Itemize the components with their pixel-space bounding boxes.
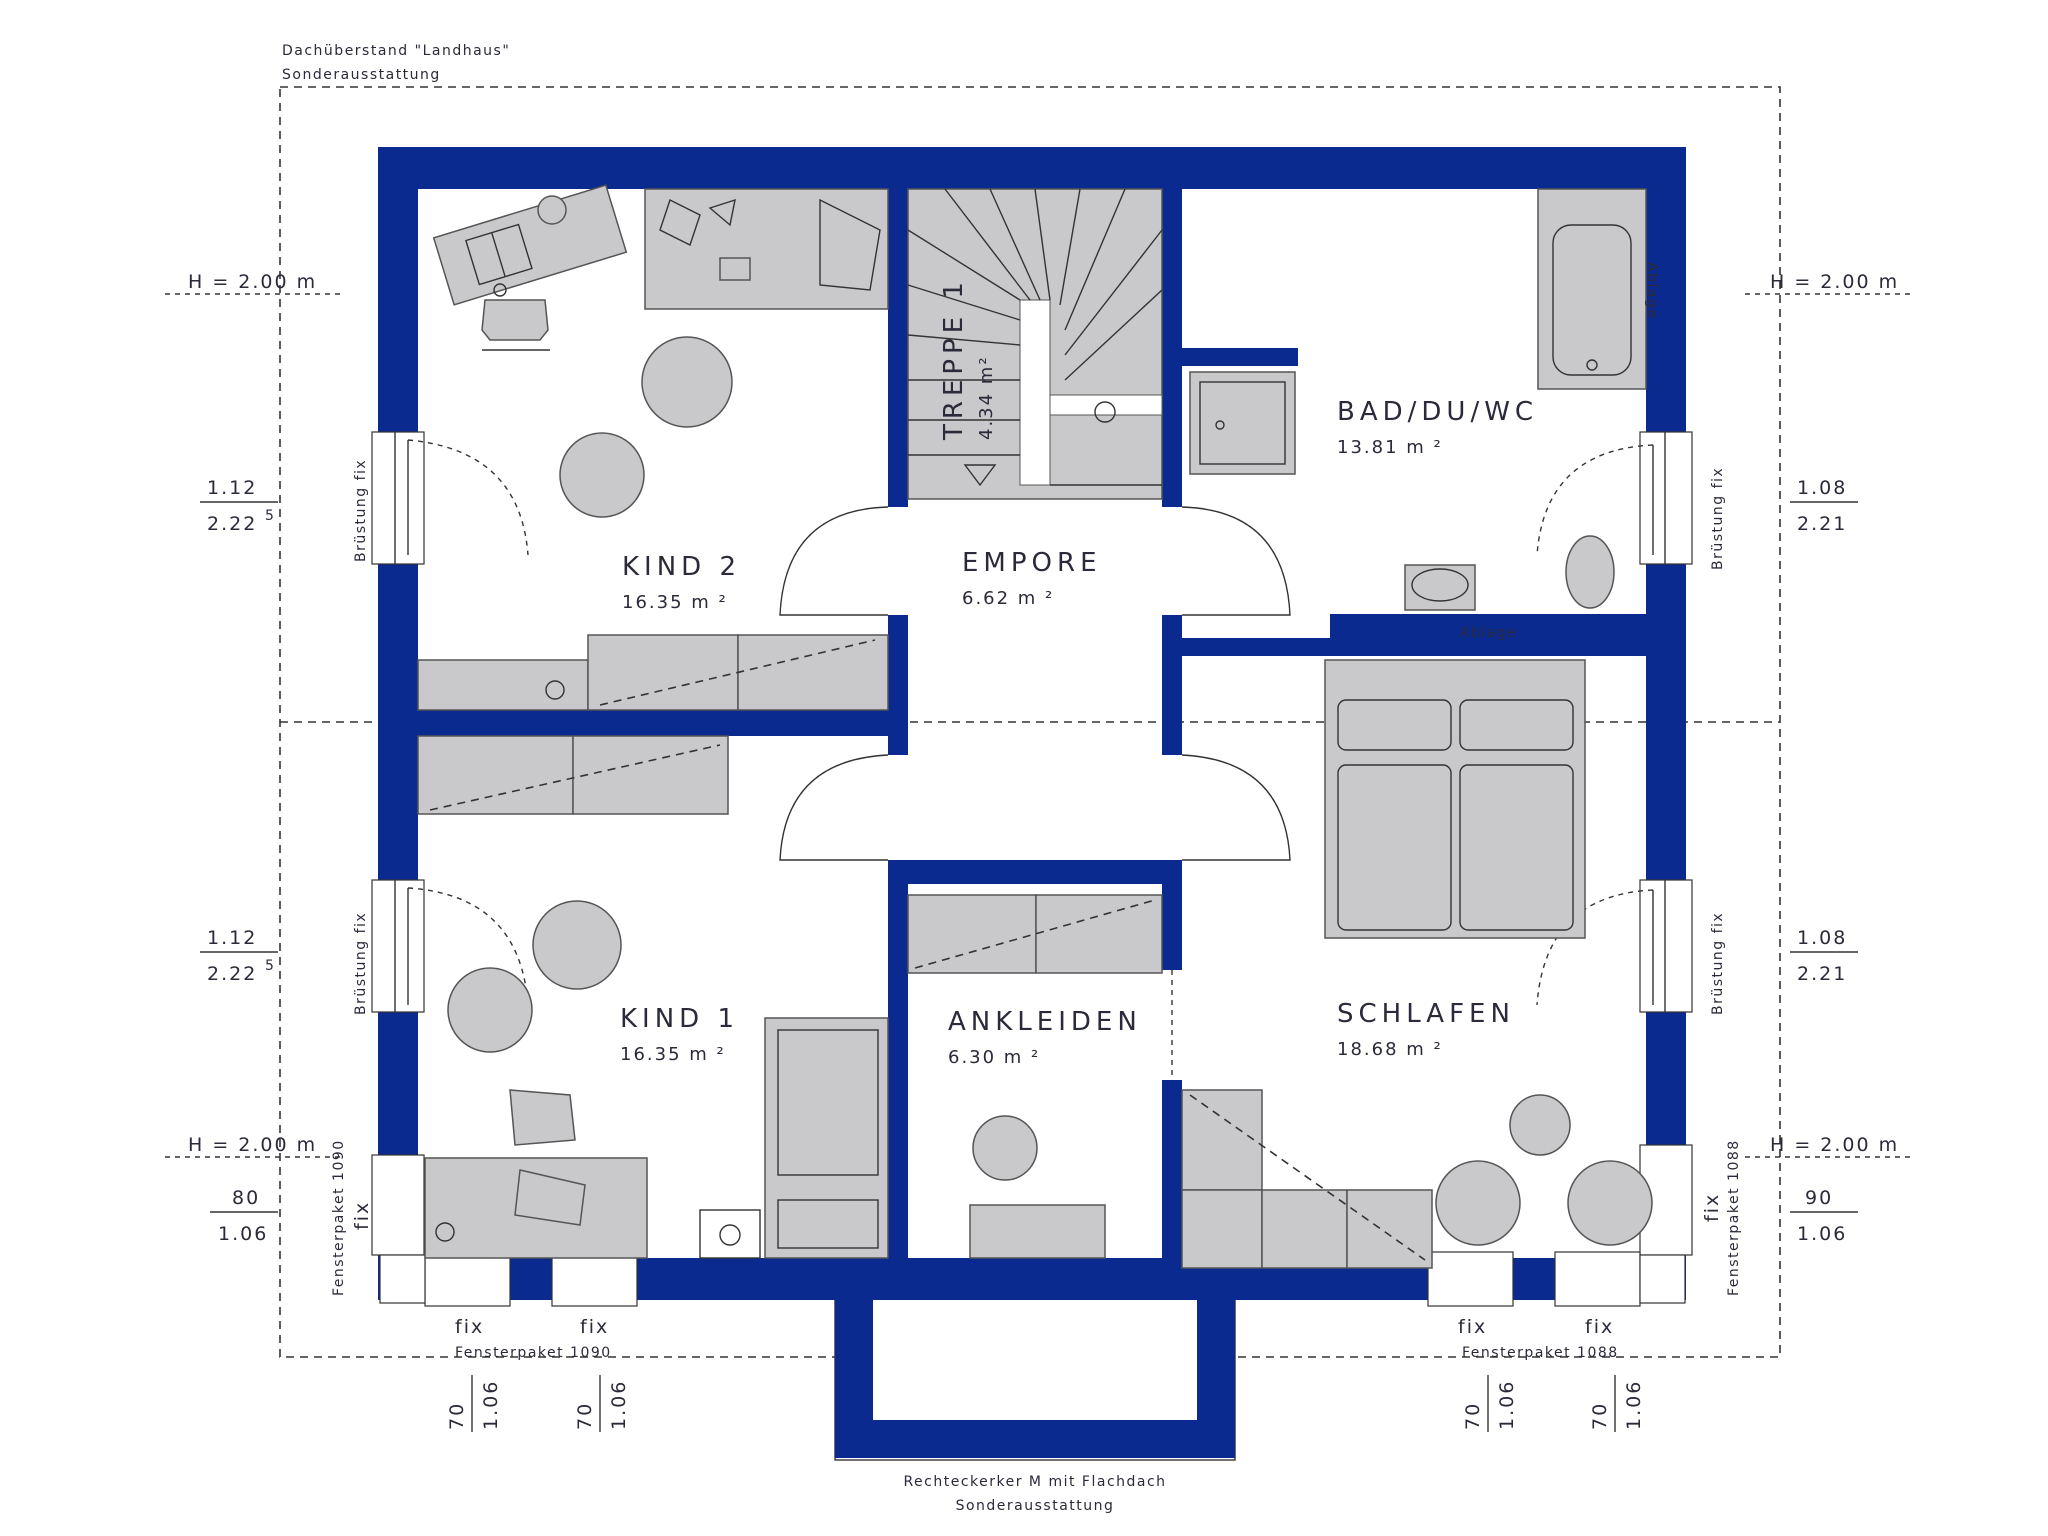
dim-right-corner-top: 90 — [1805, 1187, 1833, 1209]
height-label-left-lower: H = 2.00 m — [188, 1134, 317, 1156]
dim-right-upper-top: 1.08 — [1797, 477, 1847, 499]
room-area-ankleiden: 6.30 m ² — [948, 1047, 1040, 1068]
kind2-furniture — [417, 184, 889, 711]
fix-label-right: fix — [1701, 1193, 1723, 1222]
doors — [407, 439, 1654, 1080]
bay-note-line2: Sonderausstattung — [956, 1498, 1115, 1514]
fix-label-3: fix — [1458, 1316, 1487, 1338]
dim-left-corner-bottom: 1.06 — [218, 1223, 268, 1245]
overhang-note-line1: Dachüberstand "Landhaus" — [282, 43, 510, 59]
bay-walls — [835, 1300, 1235, 1458]
height-label-right-upper: H = 2.00 m — [1770, 271, 1899, 293]
dim-left-lower-bottom: 2.22 — [207, 963, 257, 985]
dim-bottom-2-top: 70 — [574, 1402, 596, 1430]
stair-area: 4.34 m² — [976, 355, 997, 440]
bruestung-label-left-lower: Brüstung fix — [353, 912, 369, 1015]
schlafen-furniture — [1181, 659, 1653, 1269]
dim-left-lower-top: 1.12 — [207, 927, 257, 949]
windows — [371, 431, 1693, 1307]
room-area-kind1: 16.35 m ² — [620, 1044, 726, 1065]
bruestung-label-left-upper: Brüstung fix — [353, 459, 369, 562]
dim-right-lower-bottom: 2.21 — [1797, 963, 1847, 985]
room-name-kind1: KIND 1 — [620, 1004, 739, 1034]
dimension-rules — [200, 501, 1858, 1432]
room-name-kind2: KIND 2 — [622, 552, 741, 582]
dim-bottom-4-top: 70 — [1589, 1402, 1611, 1430]
height-markers — [165, 293, 1910, 1158]
overhang-note-line2: Sonderausstattung — [282, 67, 441, 83]
dim-bottom-3-top: 70 — [1462, 1402, 1484, 1430]
dim-bottom-4-bottom: 1.06 — [1623, 1380, 1645, 1430]
bruestung-label-right-lower: Brüstung fix — [1710, 912, 1726, 1015]
dim-bottom-1-bottom: 1.06 — [480, 1380, 502, 1430]
fensterpaket-label-right: Fensterpaket 1088 — [1462, 1345, 1619, 1361]
stair-name: TREPPE 1 — [939, 277, 969, 441]
dim-left-upper-bottom: 2.22 — [207, 513, 257, 535]
fix-label-left: fix — [351, 1201, 373, 1230]
room-area-schlafen: 18.68 m ² — [1337, 1039, 1443, 1060]
height-label-left-upper: H = 2.00 m — [188, 271, 317, 293]
bay-note-line1: Rechteckerker M mit Flachdach — [903, 1474, 1166, 1490]
staircase — [907, 188, 1163, 500]
fix-label-1: fix — [455, 1316, 484, 1338]
dim-left-corner-top: 80 — [232, 1187, 260, 1209]
room-name-empore: EMPORE — [962, 548, 1102, 578]
fix-label-4: fix — [1585, 1316, 1614, 1338]
fensterpaket-label-left: Fensterpaket 1090 — [455, 1345, 612, 1361]
ablage-label-bad: Ablage — [1460, 625, 1517, 641]
dim-bottom-2-bottom: 1.06 — [608, 1380, 630, 1430]
dim-right-lower-top: 1.08 — [1797, 927, 1847, 949]
height-label-right-lower: H = 2.00 m — [1770, 1134, 1899, 1156]
room-area-empore: 6.62 m ² — [962, 588, 1054, 609]
room-area-kind2: 16.35 m ² — [622, 592, 728, 613]
fensterpaket-label-left-vertical: Fensterpaket 1090 — [331, 1139, 347, 1296]
dim-bottom-3-bottom: 1.06 — [1496, 1380, 1518, 1430]
dim-left-upper-top: 1.12 — [207, 477, 257, 499]
dim-left-upper-sup: 5 — [265, 508, 275, 524]
ablage-label-tub: Ablage — [1644, 262, 1660, 319]
kind1-furniture — [417, 735, 889, 1259]
room-name-schlafen: SCHLAFEN — [1337, 999, 1515, 1029]
room-area-bad: 13.81 m ² — [1337, 437, 1443, 458]
room-name-ankleiden: ANKLEIDEN — [948, 1007, 1142, 1037]
dim-right-corner-bottom: 1.06 — [1797, 1223, 1847, 1245]
bruestung-label-right-upper: Brüstung fix — [1710, 467, 1726, 570]
dim-bottom-1-top: 70 — [446, 1402, 468, 1430]
room-name-bad: BAD/DU/WC — [1337, 397, 1538, 427]
fix-label-2: fix — [580, 1316, 609, 1338]
ankleiden-furniture — [907, 894, 1163, 1259]
fensterpaket-label-right-vertical: Fensterpaket 1088 — [1726, 1139, 1742, 1296]
outer-walls — [378, 147, 1686, 1300]
dim-left-lower-sup: 5 — [265, 958, 275, 974]
dim-right-upper-bottom: 2.21 — [1797, 513, 1847, 535]
bad-furniture — [1189, 188, 1647, 642]
